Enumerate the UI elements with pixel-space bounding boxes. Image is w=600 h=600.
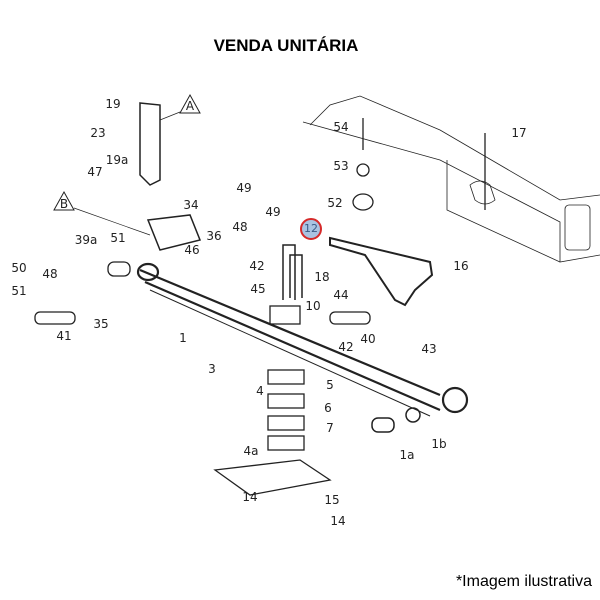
callout-label: 45 bbox=[250, 282, 266, 296]
callout-label: 1b bbox=[431, 437, 447, 451]
page-title: VENDA UNITÁRIA bbox=[213, 36, 359, 55]
callout-label: 36 bbox=[206, 229, 222, 243]
callout-label: 54 bbox=[333, 120, 349, 134]
view-b-label: B bbox=[59, 197, 69, 211]
view-a-label: A bbox=[185, 99, 195, 113]
callout-label: 10 bbox=[305, 299, 321, 313]
callout-label: 49 bbox=[236, 181, 252, 195]
callout-label: 16 bbox=[453, 259, 469, 273]
chassis-frame bbox=[302, 95, 600, 263]
rear-hanger-bracket bbox=[329, 236, 434, 307]
callout-label: 42 bbox=[338, 340, 354, 354]
callout-label: 15 bbox=[324, 493, 340, 507]
callout-label: 4 bbox=[256, 384, 264, 398]
callout-label: 39a bbox=[74, 233, 98, 247]
view-b-triangle bbox=[53, 190, 75, 211]
bushing-39a bbox=[107, 261, 131, 277]
callout-label: 49 bbox=[265, 205, 281, 219]
callout-label: 50 bbox=[11, 261, 27, 275]
callout-label: 6 bbox=[324, 401, 332, 415]
callout-label: 4a bbox=[243, 444, 259, 458]
callout-label: 19a bbox=[105, 153, 129, 167]
highlighted-part-12[interactable]: 12 bbox=[300, 218, 322, 240]
mount-52 bbox=[352, 193, 374, 211]
callout-label: 42 bbox=[249, 259, 265, 273]
callout-label: 14 bbox=[330, 514, 346, 528]
nut-53 bbox=[356, 163, 370, 177]
pin-41 bbox=[34, 311, 76, 325]
callout-label: 53 bbox=[333, 159, 349, 173]
callout-label: 40 bbox=[360, 332, 376, 346]
u-bolts bbox=[282, 244, 303, 300]
callout-label: 46 bbox=[184, 243, 200, 257]
callout-label: 51 bbox=[11, 284, 27, 298]
view-a-triangle bbox=[179, 93, 201, 114]
callout-label: 52 bbox=[327, 196, 343, 210]
callout-label: 48 bbox=[232, 220, 248, 234]
callout-label: 48 bbox=[42, 267, 58, 281]
callout-label: 19 bbox=[105, 97, 121, 111]
callout-label: 44 bbox=[333, 288, 349, 302]
callout-label: 47 bbox=[87, 165, 103, 179]
callout-label: 23 bbox=[90, 126, 106, 140]
callout-label: 51 bbox=[110, 231, 126, 245]
bushing-1b bbox=[405, 407, 421, 423]
callout-label: 1 bbox=[179, 331, 187, 345]
callout-label: 5 bbox=[326, 378, 334, 392]
pad-stack bbox=[213, 305, 332, 496]
pin-40 bbox=[329, 311, 371, 325]
callout-label: 43 bbox=[421, 342, 437, 356]
callout-label: 41 bbox=[56, 329, 72, 343]
callout-label: 35 bbox=[93, 317, 109, 331]
bushing-1a bbox=[371, 417, 395, 433]
callout-label: 7 bbox=[326, 421, 334, 435]
front-bracket bbox=[139, 102, 161, 186]
leaf-spring bbox=[136, 262, 469, 417]
shackle-bracket bbox=[146, 214, 202, 251]
callout-label: 1a bbox=[399, 448, 415, 462]
callout-label: 17 bbox=[511, 126, 527, 140]
callout-label: 3 bbox=[208, 362, 216, 376]
illustrative-note: *Imagem ilustrativa bbox=[455, 573, 592, 590]
callout-label: 14 bbox=[242, 490, 258, 504]
callout-label: 18 bbox=[314, 270, 330, 284]
callout-label: 34 bbox=[183, 198, 199, 212]
